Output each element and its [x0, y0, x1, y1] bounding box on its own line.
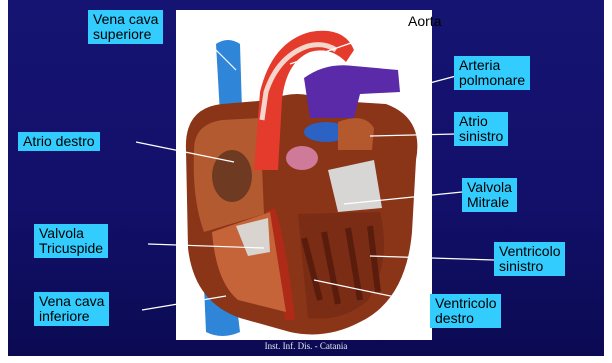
label-aorta: Aorta: [403, 12, 446, 31]
label-valvola-mitrale: Valvola Mitrale: [462, 178, 517, 212]
label-vena-cava-superiore: Vena cava superiore: [88, 10, 163, 44]
aortic-valve: [286, 146, 318, 170]
label-atrio-sinistro: Atrio sinistro: [454, 112, 508, 146]
label-ventricolo-destro: Ventricolo destro: [430, 294, 501, 328]
left-atrium: [338, 118, 374, 150]
label-atrio-destro: Atrio destro: [18, 132, 100, 151]
label-vena-cava-inferiore: Vena cava inferiore: [34, 292, 109, 326]
footer-credit: Inst. Inf. Dis. - Catania: [8, 341, 604, 351]
label-ventricolo-sinistro: Ventricolo sinistro: [494, 242, 565, 276]
slide: Vena cava superiore Aorta Arteria polmon…: [8, 0, 604, 356]
label-valvola-tricuspide: Valvola Tricuspide: [34, 224, 108, 258]
label-arteria-polmonare: Arteria polmonare: [454, 56, 530, 90]
right-atrium-opening: [212, 150, 252, 202]
